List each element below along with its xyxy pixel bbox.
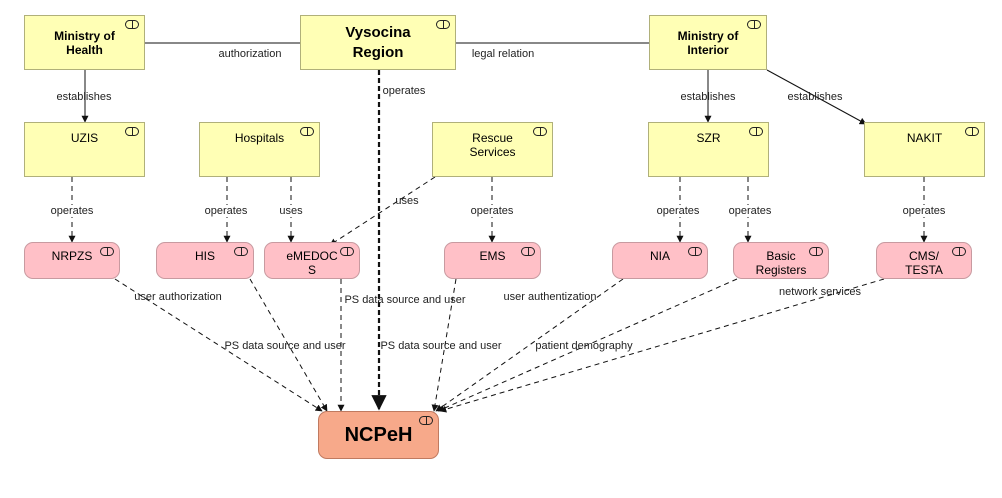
label-operates-cms: operates (900, 205, 948, 217)
node-nakit[interactable]: NAKIT (864, 122, 985, 177)
node-ems[interactable]: EMS (444, 242, 541, 279)
node-label: Basic Registers (755, 249, 807, 277)
label-establishes-uzis: establishes (56, 91, 112, 103)
label-user-authentization: user authentization (503, 291, 597, 303)
actor-role-icon (300, 127, 314, 136)
edge-rescue-emedocs (329, 176, 436, 246)
node-label: NRPZS (51, 249, 93, 263)
node-label: Rescue Services (469, 131, 516, 159)
actor-role-icon (965, 127, 979, 136)
node-ministry-of-interior[interactable]: Ministry of Interior (649, 15, 767, 70)
component-icon (952, 247, 966, 256)
component-icon (688, 247, 702, 256)
component-icon (419, 416, 433, 425)
component-icon (340, 247, 354, 256)
label-ps-ems: PS data source and user (380, 340, 502, 352)
label-establishes-szr: establishes (680, 91, 736, 103)
edge-nrpzs-ncpeh (114, 278, 323, 412)
component-icon (809, 247, 823, 256)
node-label: NIA (649, 249, 670, 263)
node-nia[interactable]: NIA (612, 242, 708, 279)
node-cms-testa[interactable]: CMS/ TESTA (876, 242, 972, 279)
component-icon (234, 247, 248, 256)
label-operates-nia: operates (654, 205, 702, 217)
actor-role-icon (747, 20, 761, 29)
edge-moi-nakit (766, 69, 867, 125)
label-operates-nrpzs: operates (48, 205, 96, 217)
node-label: NAKIT (906, 131, 943, 145)
node-label: Vysocina Region (345, 23, 411, 61)
actor-role-icon (125, 127, 139, 136)
node-label: Ministry of Health (54, 28, 115, 57)
label-uses-rescue: uses (395, 195, 419, 207)
label-legal-relation: legal relation (471, 48, 535, 60)
node-his[interactable]: HIS (156, 242, 254, 279)
component-icon (100, 247, 114, 256)
label-ps-emedocs: PS data source and user (344, 294, 466, 306)
node-label: HIS (194, 249, 215, 263)
actor-role-icon (436, 20, 450, 29)
node-rescue-services[interactable]: Rescue Services (432, 122, 553, 177)
label-operates-region: operates (382, 85, 426, 97)
node-szr[interactable]: SZR (648, 122, 769, 177)
label-ps-his: PS data source and user (224, 340, 346, 352)
node-label: NCPeH (344, 424, 413, 446)
node-label: Ministry of Interior (677, 28, 739, 57)
label-authorization: authorization (218, 48, 282, 60)
edge-basic-ncpeh (437, 278, 738, 412)
label-establishes-nakit: establishes (787, 91, 843, 103)
node-label: CMS/ TESTA (905, 249, 943, 277)
component-icon (521, 247, 535, 256)
node-vysocina-region[interactable]: Vysocina Region (300, 15, 456, 70)
node-nrpzs[interactable]: NRPZS (24, 242, 120, 279)
label-operates-basic: operates (726, 205, 774, 217)
node-hospitals[interactable]: Hospitals (199, 122, 320, 177)
node-label: EMS (479, 249, 506, 263)
node-label: eMEDOCS (286, 249, 338, 277)
node-uzis[interactable]: UZIS (24, 122, 145, 177)
label-operates-ems: operates (468, 205, 516, 217)
actor-role-icon (749, 127, 763, 136)
actor-role-icon (125, 20, 139, 29)
label-operates-his: operates (202, 205, 250, 217)
node-label: SZR (696, 131, 721, 145)
node-basic-registers[interactable]: Basic Registers (733, 242, 829, 279)
node-label: Hospitals (234, 131, 285, 145)
label-network-services: network services (779, 286, 861, 298)
actor-role-icon (533, 127, 547, 136)
edge-his-ncpeh (249, 278, 328, 412)
label-user-authorization: user authorization (134, 291, 222, 303)
node-emedocs[interactable]: eMEDOCS (264, 242, 360, 279)
node-label: UZIS (70, 131, 99, 145)
label-uses-emedocs: uses (277, 205, 305, 217)
node-ncpeh[interactable]: NCPeH (318, 411, 439, 459)
edge-nia-ncpeh (435, 278, 624, 412)
edge-ems-ncpeh (431, 278, 457, 412)
label-patient-demography: patient demography (535, 340, 633, 352)
node-ministry-of-health[interactable]: Ministry of Health (24, 15, 145, 70)
